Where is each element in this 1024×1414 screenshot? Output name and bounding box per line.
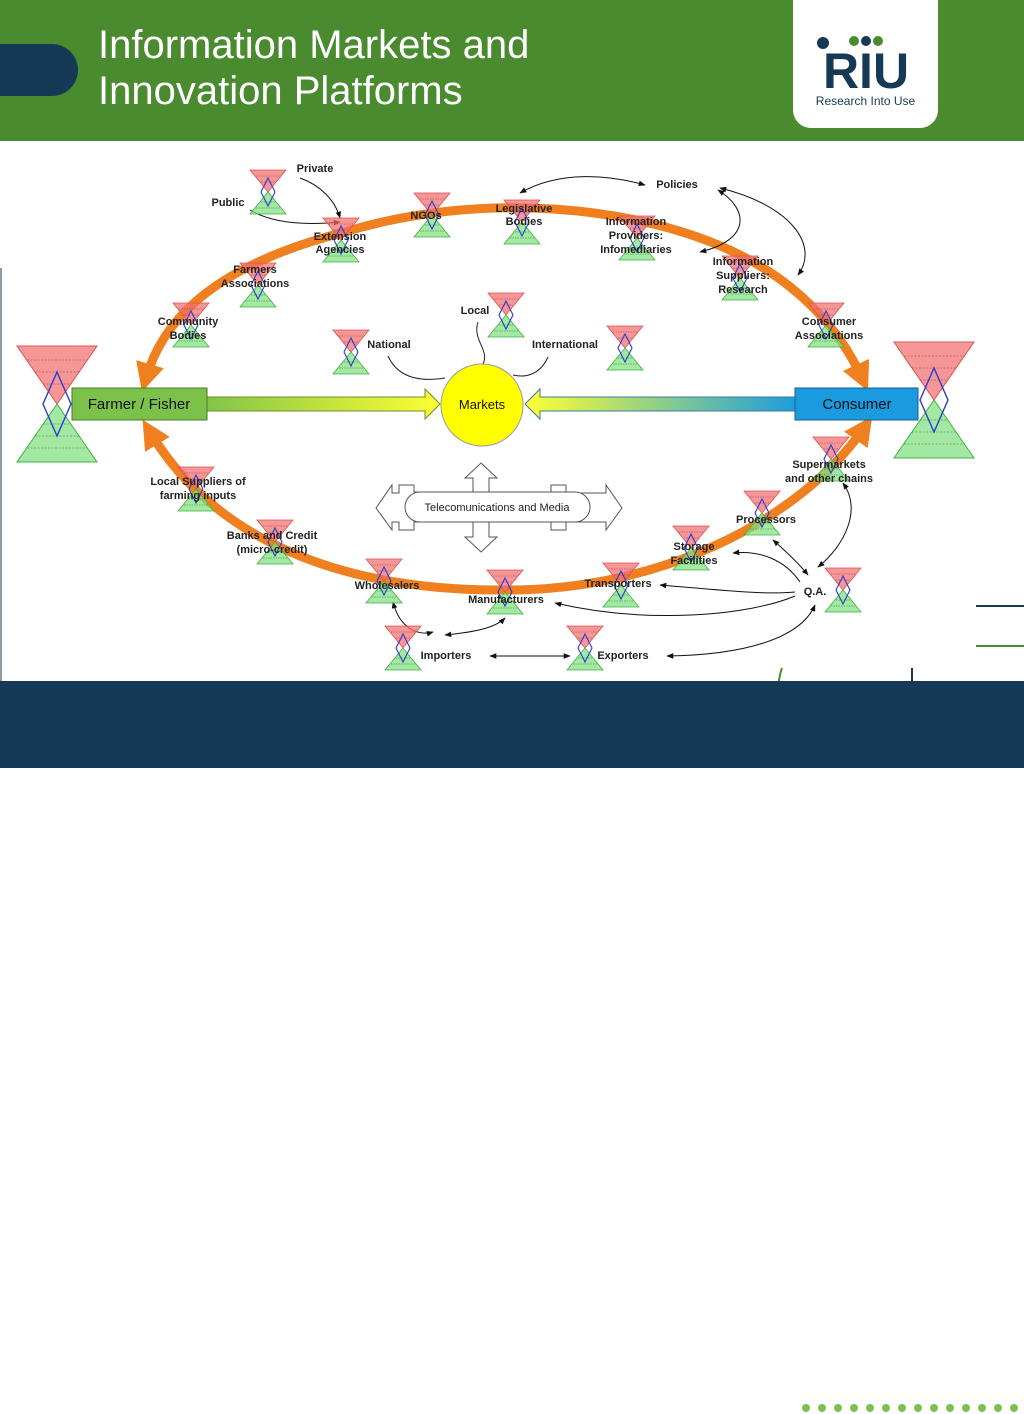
consumer-box xyxy=(794,387,919,421)
hourglass-private-public xyxy=(249,169,287,215)
hourglass-qa xyxy=(824,567,862,613)
label-local-suppliers-1: Local Suppliers of xyxy=(150,476,246,488)
label-info-suppliers-2: Suppliers: xyxy=(716,270,770,282)
arrow-policies-suppliers xyxy=(719,186,806,276)
label-info-suppliers-1: Information xyxy=(713,256,774,268)
arrow-private-extension xyxy=(299,177,342,219)
line-international-markets xyxy=(512,356,549,377)
header-accent-tab xyxy=(0,44,78,96)
label-public: Public xyxy=(211,197,244,209)
markets-hub-label: Markets xyxy=(459,397,506,412)
riu-logo-mark: RIU xyxy=(817,36,909,92)
label-private: Private xyxy=(297,163,334,175)
label-consumer-assoc-2: Associations xyxy=(795,330,863,342)
footer-dot-row xyxy=(802,1404,1018,1412)
label-exporters: Exporters xyxy=(597,650,648,662)
label-qa: Q.A. xyxy=(804,586,827,598)
consumer-label: Consumer xyxy=(822,396,891,413)
hourglass-local xyxy=(487,292,525,338)
label-national: National xyxy=(367,339,410,351)
header-bar: Information Markets and Innovation Platf… xyxy=(0,0,1024,141)
label-legislative-1: Legislative xyxy=(496,203,553,215)
label-international: International xyxy=(532,339,598,351)
label-processors: Processors xyxy=(736,514,796,526)
label-banks-2: (micro-credit) xyxy=(237,544,308,556)
arrow-exporters-qa xyxy=(666,604,816,659)
innovation-platform-diagram: Farmer / Fisher Consumer Markets Telecom… xyxy=(0,163,1024,768)
label-consumer-assoc-1: Consumer xyxy=(802,316,857,328)
label-info-providers-3: Infomediaries xyxy=(600,244,672,256)
telecom-media-box xyxy=(404,491,591,523)
arrow-supermarkets-qa xyxy=(817,482,852,568)
label-legislative-2: Bodies xyxy=(506,216,543,228)
farmer-fisher-label: Farmer / Fisher xyxy=(88,396,191,413)
hourglass-international xyxy=(606,325,644,371)
markets-hub-circle xyxy=(440,363,524,447)
label-wholesalers: Wholesalers xyxy=(355,580,420,592)
farmer-fisher-box xyxy=(71,387,208,421)
line-local-markets xyxy=(476,321,486,365)
label-info-providers-2: Providers: xyxy=(609,230,663,242)
label-storage-2: Facilities xyxy=(670,555,717,567)
label-farmers-assoc-1: Farmers xyxy=(233,264,276,276)
label-info-providers-1: Information xyxy=(606,216,667,228)
label-extension-2: Agencies xyxy=(316,244,365,256)
hourglass-importers xyxy=(384,625,422,671)
hourglass-national xyxy=(332,329,370,375)
arrow-storage-qa xyxy=(732,549,801,583)
ring-arrow-upper-left xyxy=(136,228,346,392)
label-community-2: Bodies xyxy=(170,330,207,342)
label-policies: Policies xyxy=(656,179,698,191)
title-line-2: Innovation Platforms xyxy=(98,69,463,113)
label-info-suppliers-3: Research xyxy=(718,284,768,296)
label-transporters: Transporters xyxy=(584,578,651,590)
arrow-processors-qa xyxy=(772,539,809,576)
label-local: Local xyxy=(461,305,490,317)
label-banks-1: Banks and Credit xyxy=(227,530,318,542)
footer-bar xyxy=(0,681,1024,1412)
logo-wordmark: RIU xyxy=(823,43,909,92)
label-importers: Importers xyxy=(421,650,472,662)
label-supermarkets-2: and other chains xyxy=(785,473,873,485)
arrow-transporters-qa xyxy=(659,582,796,594)
arrow-markets-consumer xyxy=(524,387,801,421)
line-national-markets xyxy=(387,355,446,380)
hourglass-exporters xyxy=(566,625,604,671)
label-extension-1: Extension xyxy=(314,231,367,243)
slide-title: Information Markets and Innovation Platf… xyxy=(98,22,698,114)
arrow-importers-manufacturers xyxy=(444,617,506,638)
logo-tagline: Research Into Use xyxy=(815,94,916,108)
riu-logo: RIU Research Into Use xyxy=(793,0,938,128)
arrow-legislative-policies xyxy=(519,176,646,194)
title-line-1: Information Markets and xyxy=(98,23,530,67)
label-storage-1: Storage xyxy=(674,541,715,553)
label-farmers-assoc-2: Associations xyxy=(221,278,289,290)
ring-arrow-lower-left xyxy=(142,419,505,595)
arrow-manufacturers-qa xyxy=(554,595,796,616)
label-ngos: NGOs xyxy=(410,210,441,222)
label-community-1: Community xyxy=(158,316,219,328)
telecom-media-label: Telecomunications and Media xyxy=(425,502,571,514)
label-local-suppliers-2: farming inputs xyxy=(160,490,236,502)
label-manufacturers: Manufacturers xyxy=(468,594,544,606)
label-supermarkets-1: Supermarkets xyxy=(792,459,865,471)
arrow-farmer-markets xyxy=(194,387,441,421)
hourglass-local-suppliers xyxy=(177,466,215,512)
